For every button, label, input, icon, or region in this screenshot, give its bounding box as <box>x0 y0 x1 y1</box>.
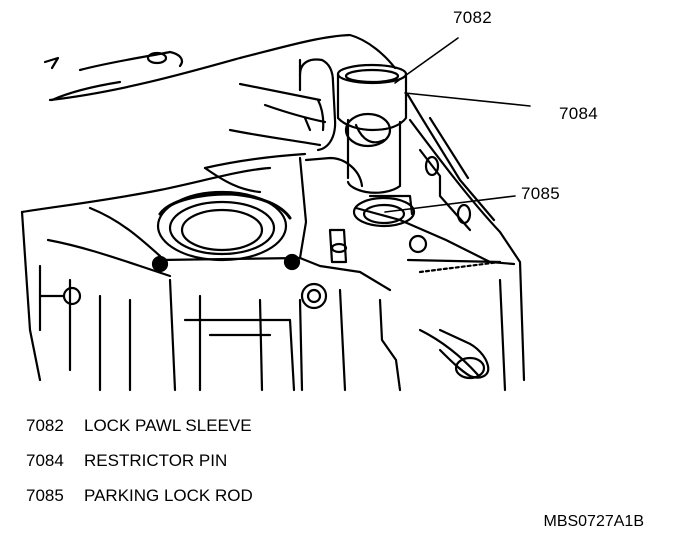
callout-7085: 7085 <box>521 184 561 203</box>
legend-part-number: 7085 <box>26 486 64 505</box>
seal-ring-drawing <box>156 190 292 262</box>
legend-row: 7085 PARKING LOCK ROD <box>26 478 253 513</box>
parking-lock-rod-drawing <box>328 196 490 380</box>
leader-7082 <box>394 37 459 84</box>
lock-pawl-sleeve-drawing <box>336 63 408 194</box>
legend-part-name: RESTRICTOR PIN <box>84 451 228 470</box>
callout-7082: 7082 <box>453 8 493 27</box>
hand-drawing <box>43 33 397 194</box>
legend-row: 7082 LOCK PAWL SLEEVE <box>26 408 253 443</box>
bolt-heads-drawing <box>38 155 472 310</box>
leader-7085 <box>384 195 516 213</box>
leader-lines <box>384 37 531 213</box>
legend-part-number: 7084 <box>26 451 64 470</box>
figure-id: MBS0727A1B <box>543 513 644 530</box>
leader-7084 <box>404 92 531 107</box>
case-body-drawing <box>20 93 526 392</box>
legend-part-name: LOCK PAWL SLEEVE <box>84 416 252 435</box>
legend-part-number: 7082 <box>26 416 64 435</box>
legend-part-name: PARKING LOCK ROD <box>84 486 253 505</box>
legend-row: 7084 RESTRICTOR PIN <box>26 443 253 478</box>
callout-7084: 7084 <box>559 104 599 123</box>
